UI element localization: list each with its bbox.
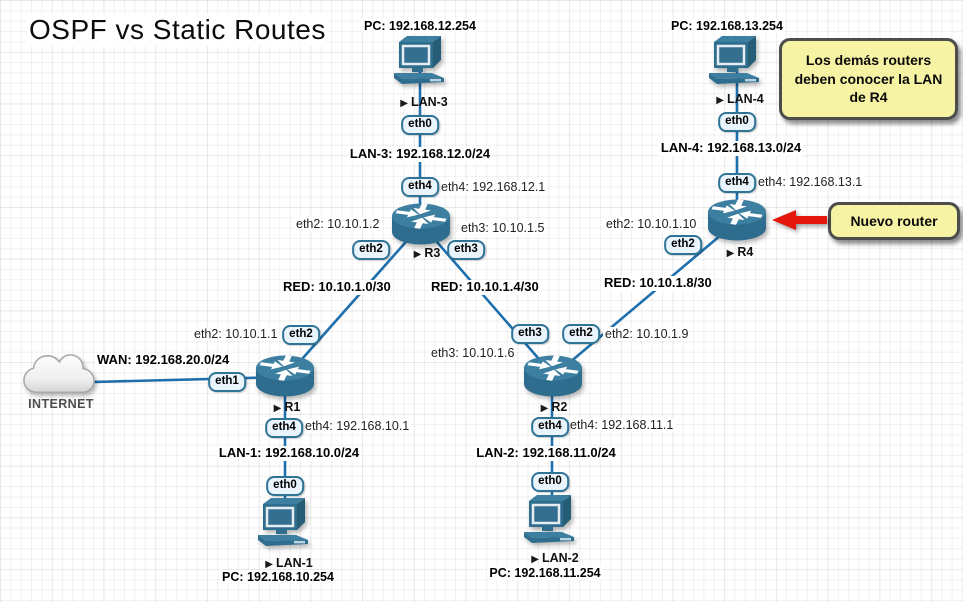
node-label-r4[interactable]: ▶R4 (727, 245, 754, 259)
badge-lan2-eth0[interactable]: eth0 (531, 472, 569, 492)
node-label-r2[interactable]: ▶R2 (541, 400, 568, 414)
network-label-wan[interactable]: WAN: 192.168.20.0/24 (95, 352, 232, 368)
node-name: LAN-3 (410, 95, 448, 109)
pc-lan3-icon[interactable] (391, 35, 451, 89)
ip-label-r2-eth3[interactable]: eth3: 10.10.1.6 (429, 346, 517, 361)
node-label-r3[interactable]: ▶R3 (414, 246, 441, 260)
node-name: LAN-4 (726, 92, 764, 106)
badge-lan3-eth0[interactable]: eth0 (401, 115, 439, 135)
node-name: R2 (551, 400, 568, 414)
link-r4-r2[interactable] (555, 223, 735, 375)
internet-label: INTERNET (28, 397, 94, 411)
badge-r2-eth3[interactable]: eth3 (511, 324, 549, 344)
pc-ip-label-lan4[interactable]: PC: 192.168.13.254 (669, 19, 785, 34)
ip-label-r3-eth2[interactable]: eth2: 10.10.1.2 (294, 217, 382, 232)
badge-r2-eth4[interactable]: eth4 (531, 417, 569, 437)
pc-ip-label-lan2[interactable]: PC: 192.168.11.254 (487, 566, 603, 581)
play-marker-icon: ▶ (726, 248, 735, 259)
pc-ip-label-lan3[interactable]: PC: 192.168.12.254 (362, 19, 478, 34)
play-marker-icon: ▶ (413, 249, 422, 260)
node-label-lan3[interactable]: ▶LAN-3 (400, 95, 448, 109)
node-name: R3 (424, 246, 441, 260)
node-label-lan2[interactable]: ▶LAN-2 (531, 551, 579, 565)
badge-r3-eth2[interactable]: eth2 (352, 240, 390, 260)
play-marker-icon: ▶ (400, 98, 408, 109)
pc-lan2-icon[interactable] (521, 494, 581, 548)
badge-r4-eth4[interactable]: eth4 (718, 173, 756, 193)
badge-r1-eth1[interactable]: eth1 (208, 372, 246, 392)
internet-cloud-icon[interactable] (20, 351, 98, 399)
router-r2-icon[interactable] (521, 353, 585, 399)
node-label-lan4[interactable]: ▶LAN-4 (716, 92, 764, 106)
pc-lan1-icon[interactable] (255, 497, 315, 551)
network-label-lan3[interactable]: LAN-3: 192.168.12.0/24 (347, 146, 493, 162)
node-name: LAN-2 (541, 551, 579, 565)
ip-label-r3-eth4[interactable]: eth4: 192.168.12.1 (439, 180, 548, 195)
network-label-lan4[interactable]: LAN-4: 192.168.13.0/24 (658, 140, 804, 156)
note-info[interactable]: Los demás routers deben conocer la LAN d… (779, 38, 958, 120)
ip-label-r2-eth4[interactable]: eth4: 192.168.11.1 (568, 418, 676, 433)
pc-lan4-icon[interactable] (706, 35, 766, 89)
page-title: OSPF vs Static Routes (27, 14, 328, 47)
ip-label-r3-eth3[interactable]: eth3: 10.10.1.5 (459, 221, 547, 236)
badge-r4-eth2[interactable]: eth2 (664, 235, 702, 255)
node-name: R1 (284, 400, 301, 414)
ip-label-r2-eth2[interactable]: eth2: 10.10.1.9 (603, 327, 691, 342)
router-r3-icon[interactable] (389, 201, 453, 247)
node-label-lan1[interactable]: ▶LAN-1 (265, 556, 313, 570)
badge-r3-eth4[interactable]: eth4 (401, 177, 439, 197)
ip-label-r1-eth2[interactable]: eth2: 10.10.1.1 (192, 327, 280, 342)
link-r3-r1[interactable] (286, 225, 421, 377)
node-name: LAN-1 (275, 556, 313, 570)
badge-r1-eth2[interactable]: eth2 (282, 325, 320, 345)
badge-r2-eth2[interactable]: eth2 (562, 324, 600, 344)
ip-label-r4-eth2[interactable]: eth2: 10.10.1.10 (604, 217, 699, 232)
play-marker-icon: ▶ (265, 559, 273, 570)
play-marker-icon: ▶ (531, 554, 539, 565)
router-r4-icon[interactable] (705, 197, 769, 243)
link-r3-r2[interactable] (422, 225, 553, 375)
network-label-lan2[interactable]: LAN-2: 192.168.11.0/24 (474, 445, 618, 461)
ip-label-r1-eth4[interactable]: eth4: 192.168.10.1 (303, 419, 412, 434)
play-marker-icon: ▶ (273, 403, 282, 414)
badge-r1-eth4[interactable]: eth4 (265, 418, 303, 438)
network-label-lan1[interactable]: LAN-1: 192.168.10.0/24 (216, 445, 362, 461)
node-name: R4 (737, 245, 754, 259)
network-label-red-c[interactable]: RED: 10.10.1.8/30 (602, 275, 714, 291)
network-label-red-a[interactable]: RED: 10.10.1.0/30 (281, 279, 393, 295)
network-label-red-b[interactable]: RED: 10.10.1.4/30 (429, 279, 541, 295)
note-nuevo-router[interactable]: Nuevo router (828, 202, 960, 240)
play-marker-icon: ▶ (540, 403, 549, 414)
ip-label-r4-eth4[interactable]: eth4: 192.168.13.1 (756, 175, 865, 190)
node-label-r1[interactable]: ▶R1 (274, 400, 301, 414)
badge-lan1-eth0[interactable]: eth0 (266, 476, 304, 496)
play-marker-icon: ▶ (716, 95, 724, 106)
router-r1-icon[interactable] (253, 353, 317, 399)
badge-lan4-eth0[interactable]: eth0 (718, 112, 756, 132)
pc-ip-label-lan1[interactable]: PC: 192.168.10.254 (220, 570, 336, 585)
badge-r3-eth3[interactable]: eth3 (447, 240, 485, 260)
red-arrow-icon[interactable] (770, 207, 828, 233)
